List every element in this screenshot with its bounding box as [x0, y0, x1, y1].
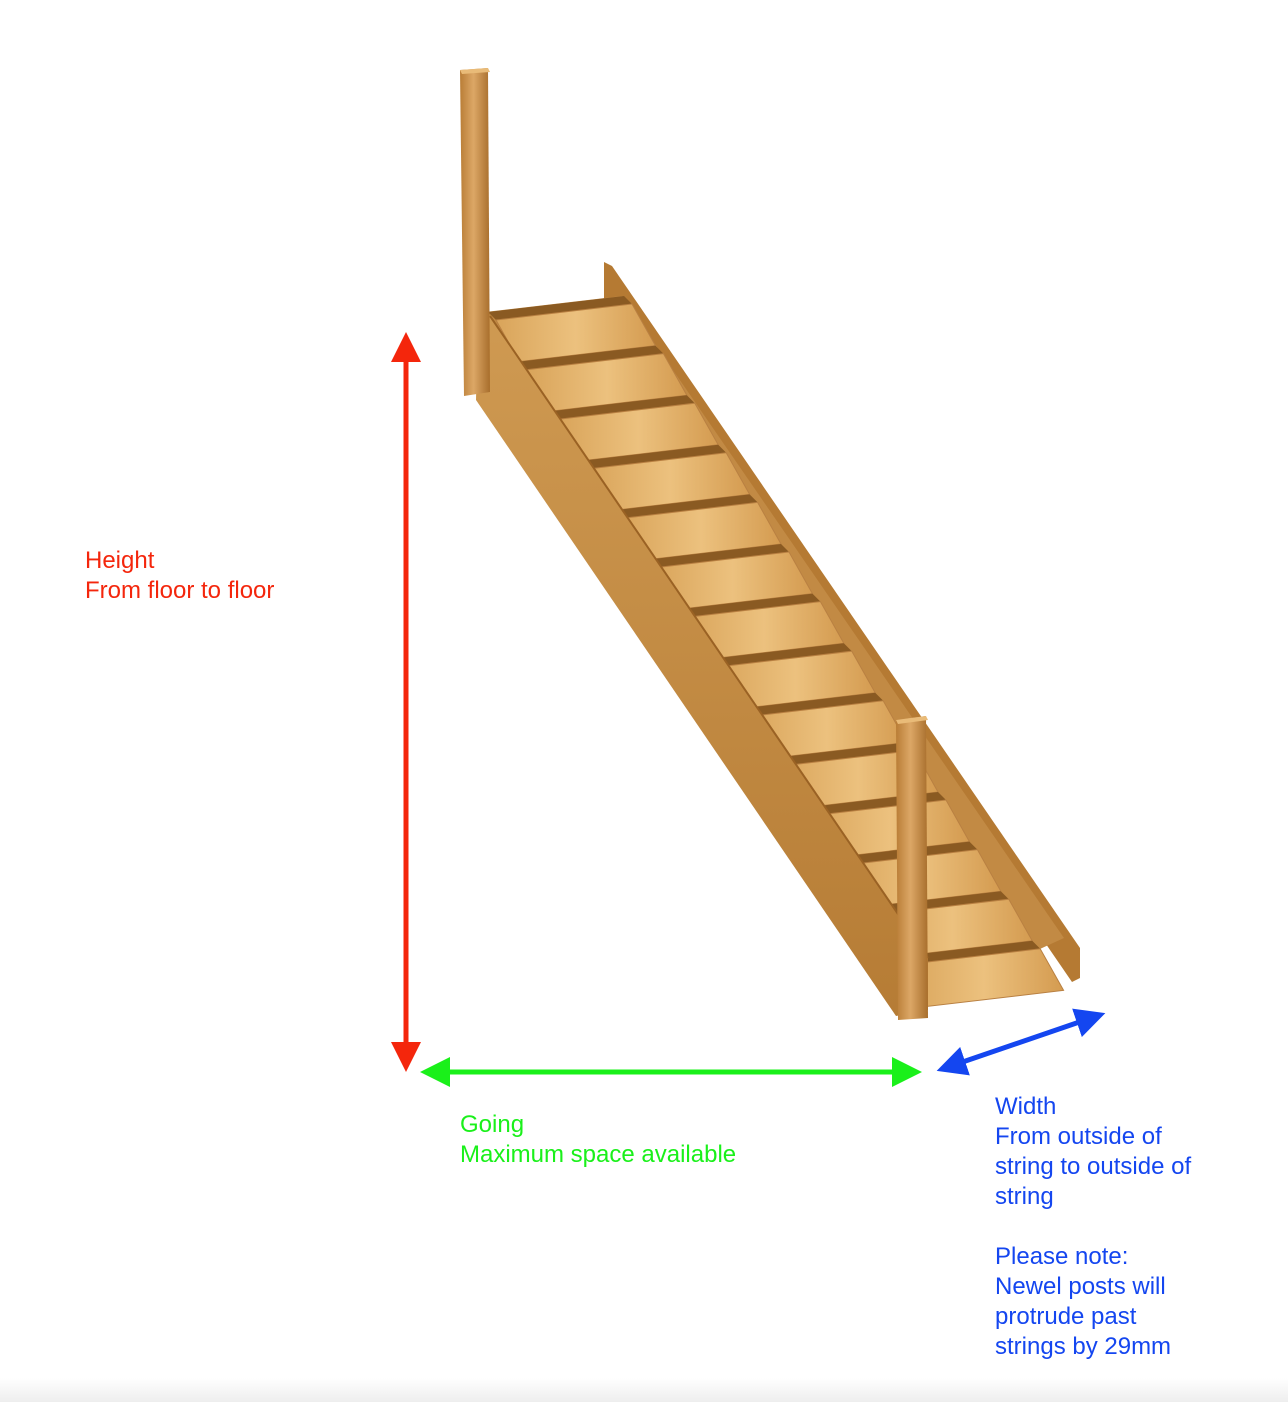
- stair-tread: [707, 643, 852, 668]
- stair-tread: [519, 345, 664, 370]
- width-description-line-3: string: [995, 1183, 1054, 1210]
- stair-tread: [582, 444, 727, 469]
- stair-tread: [613, 494, 758, 519]
- note-line-3: protrude past: [995, 1303, 1137, 1330]
- width-description-line-1: From outside of: [995, 1123, 1162, 1150]
- going-label: Going Maximum space available: [460, 1110, 736, 1170]
- width-arrow-icon: [936, 1008, 1106, 1076]
- step-group: [488, 296, 1065, 1007]
- stair-tread: [676, 593, 821, 618]
- top-newel-post: [460, 68, 490, 396]
- note-line-1: Please note:: [995, 1243, 1129, 1270]
- bottom-newel-post: [896, 716, 928, 1020]
- height-title: Height: [85, 547, 155, 574]
- note-line-4: strings by 29mm: [995, 1333, 1172, 1360]
- front-string: [476, 310, 928, 1016]
- staircase-illustration: [460, 68, 1080, 1020]
- width-title: Width: [995, 1093, 1057, 1120]
- stair-tread: [645, 544, 789, 568]
- going-title: Going: [460, 1111, 525, 1138]
- going-description: Maximum space available: [460, 1141, 737, 1168]
- height-description: From floor to floor: [85, 577, 275, 604]
- height-label: Height From floor to floor: [85, 546, 274, 606]
- stair-tread: [896, 940, 1041, 965]
- width-label: Width From outside of string to outside …: [995, 1092, 1191, 1362]
- stair-tread: [770, 742, 915, 767]
- string-edge: [489, 315, 929, 959]
- width-description-line-2: string to outside of: [995, 1153, 1192, 1180]
- stair-tread: [550, 395, 695, 420]
- note-line-2: Newel posts will: [995, 1273, 1166, 1300]
- stair-tread: [488, 296, 632, 320]
- bottom-edge: [0, 1378, 1288, 1402]
- spacer: [995, 1212, 1191, 1242]
- stair-tread: [739, 692, 884, 717]
